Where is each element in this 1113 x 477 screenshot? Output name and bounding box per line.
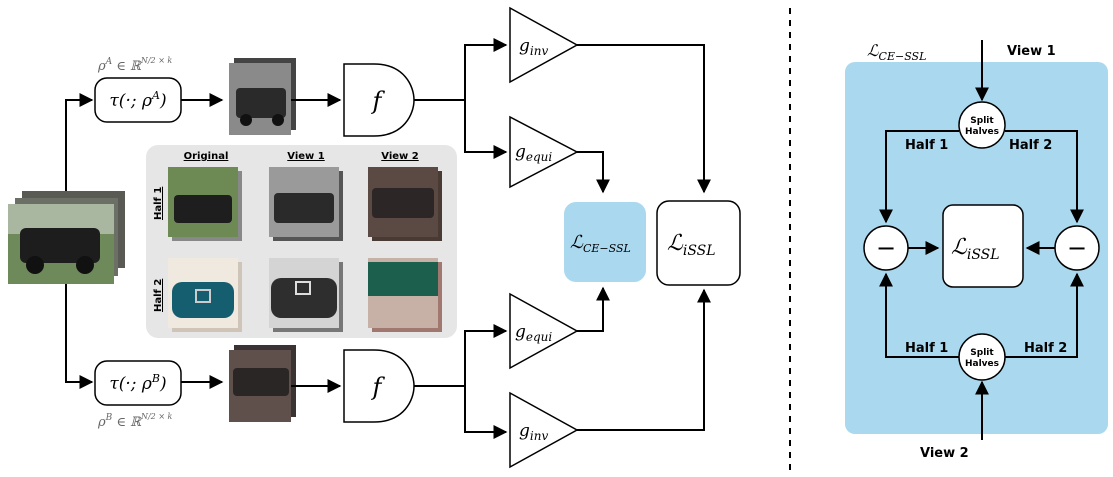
svg-text:−: − [1067, 234, 1087, 262]
arrow-f-top-to-ginv [414, 38, 508, 101]
panel-thumb-view1-half2 [269, 258, 343, 332]
right-half2-top: Half 2 [1009, 138, 1052, 153]
tau-a-box: τ(·; ρA) [94, 77, 182, 123]
arrow-f-bottom-to-gequi [414, 324, 508, 387]
tau-a-close: ) [159, 91, 167, 111]
svg-text:−: − [876, 234, 896, 262]
example-panel: Original View 1 View 2 Half 1 Half 2 [146, 145, 457, 338]
svg-text:τ(·; ρA): τ(·; ρA) [109, 89, 166, 111]
input-image-stack [8, 191, 125, 284]
right-half1-top: Half 1 [905, 138, 948, 153]
panel-thumb-view2-half2 [368, 258, 442, 332]
arrow-top-half1 [879, 130, 959, 224]
panel-col-original: Original [184, 151, 229, 162]
encoder-f-bottom: f [343, 349, 415, 423]
svg-text:ginv: ginv [519, 36, 548, 58]
tau-b-box: τ(·; ρB) [94, 360, 182, 406]
tau-a-sup: A [151, 89, 160, 102]
panel-thumb-view2-half1 [368, 167, 442, 241]
arrow-to-tau-a [65, 93, 94, 191]
svg-text:Halves: Halves [965, 127, 999, 137]
view-a-image [229, 58, 296, 135]
svg-text:ℒCE−SSL: ℒCE−SSL [570, 232, 631, 255]
right-view1-label: View 1 [1007, 44, 1056, 59]
split-halves-bottom: Split Halves [958, 333, 1006, 381]
panel-row-half2: Half 2 [153, 279, 164, 312]
arrow-f-top-to-gequi [464, 100, 508, 159]
g-inv-bottom: ginv [509, 391, 579, 469]
right-loss-issl-box: ℒiSSL [942, 204, 1024, 288]
svg-text:ℒiSSL: ℒiSSL [951, 235, 1000, 263]
right-half2-bottom: Half 2 [1024, 341, 1067, 356]
panel-col-view2: View 2 [381, 151, 418, 162]
loss-ce-ssl-box: ℒCE−SSL [564, 202, 646, 282]
svg-text:τ(·; ρB): τ(·; ρB) [109, 372, 166, 394]
svg-text:Halves: Halves [965, 359, 999, 369]
panel-thumb-original-half2 [168, 258, 242, 332]
svg-text:ginv: ginv [519, 421, 548, 443]
rho-b-caption: ρB ∈ ℝN/2 × k [97, 412, 173, 430]
arrow-to-tau-b [65, 284, 94, 389]
svg-text:Split: Split [970, 348, 994, 358]
arrow-bottom-half1 [879, 272, 959, 358]
arrow-bottom-half2 [1005, 272, 1084, 358]
right-half1-bottom: Half 1 [905, 341, 948, 356]
svg-text:Split: Split [970, 116, 994, 126]
minus-circle-right: − [1054, 225, 1100, 271]
svg-text:gequi: gequi [515, 322, 552, 344]
tau-b-close: ) [159, 374, 167, 394]
g-inv-top: ginv [509, 6, 579, 84]
rho-a-caption: ρA ∈ ℝN/2 × k [97, 56, 172, 74]
right-panel: ℒCE−SSL View 1 View 2 Split Halves Split… [845, 40, 1108, 461]
tau-b-sup: B [151, 372, 160, 385]
panel-thumb-view1-half1 [269, 167, 343, 241]
arrow-ginv-top-to-issl [577, 44, 711, 194]
panel-row-half1: Half 1 [153, 187, 164, 220]
loss-issl-box: ℒiSSL [656, 200, 741, 286]
arrow-gequi-top-to-ce [577, 151, 610, 194]
g-equi-bottom: gequi [509, 292, 579, 370]
encoder-f-top: f [343, 63, 415, 137]
right-view2-label: View 2 [920, 446, 969, 461]
panel-col-view1: View 1 [287, 151, 324, 162]
g-equi-top: gequi [509, 115, 579, 189]
split-halves-top: Split Halves [958, 101, 1006, 149]
svg-text:gequi: gequi [515, 142, 552, 164]
arrow-gequi-bottom-to-ce [577, 286, 610, 332]
arrow-ginv-bottom-to-issl [577, 288, 711, 431]
panel-thumb-original-half1 [168, 167, 242, 241]
arrow-top-half2 [1005, 130, 1084, 224]
right-loss-ce-label: ℒCE−SSL [867, 41, 926, 63]
minus-circle-left: − [863, 225, 909, 271]
arrow-f-bottom-to-ginv [464, 386, 508, 439]
view-b-image [229, 345, 296, 422]
tau-a-label: τ(·; ρ [109, 91, 152, 111]
tau-b-label: τ(·; ρ [109, 374, 152, 394]
svg-text:ℒiSSL: ℒiSSL [667, 231, 716, 259]
